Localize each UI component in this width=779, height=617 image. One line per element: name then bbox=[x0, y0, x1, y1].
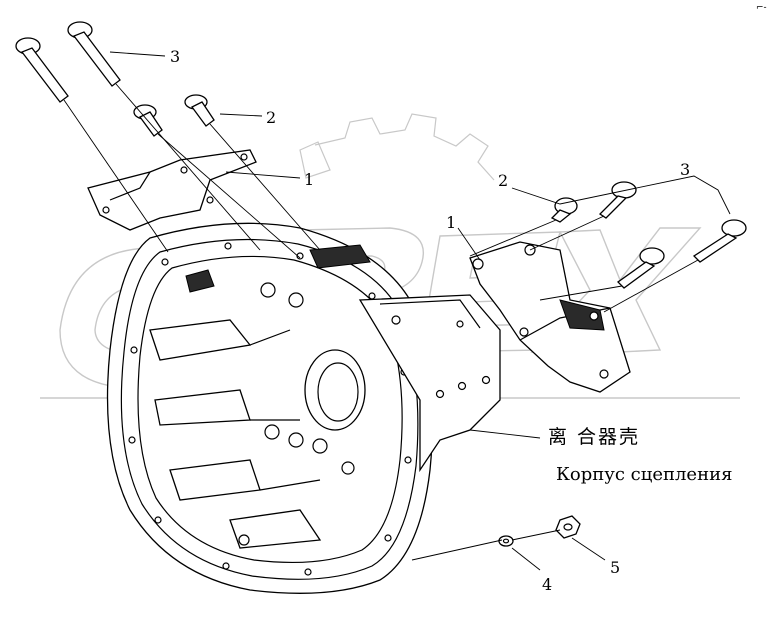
right-bracket bbox=[469, 241, 631, 393]
washer bbox=[498, 535, 514, 547]
corner-mark: ⌐- bbox=[756, 3, 767, 13]
callout-1-right: 1 bbox=[446, 213, 456, 232]
bolt-long-right-b bbox=[616, 247, 665, 289]
bolt-long-left-b bbox=[67, 21, 121, 87]
nut bbox=[555, 515, 581, 539]
bolt-long-right-a bbox=[598, 181, 637, 219]
watermark-gear bbox=[299, 113, 495, 181]
callout-3-right: 3 bbox=[680, 160, 690, 179]
callout-2-left: 2 bbox=[266, 108, 276, 127]
clutch-housing bbox=[106, 222, 501, 594]
bolt-short-left-b bbox=[184, 94, 215, 127]
callout-4: 4 bbox=[542, 575, 552, 594]
bolt-long-left-a bbox=[15, 37, 69, 103]
leader-lines bbox=[109, 51, 731, 571]
callout-1-left: 1 bbox=[304, 170, 314, 189]
part-name-chinese: 离 合器壳 bbox=[548, 426, 640, 448]
callout-2-right: 2 bbox=[498, 171, 508, 190]
flange-holes bbox=[128, 242, 412, 576]
part-name-russian: Корпус сцепления bbox=[556, 464, 732, 485]
callout-3-left: 3 bbox=[170, 47, 180, 66]
callout-5: 5 bbox=[610, 558, 620, 577]
assembly-lines bbox=[63, 83, 699, 561]
callout-labels: 1 1 2 2 3 3 4 5 bbox=[170, 47, 690, 594]
left-bracket bbox=[87, 149, 257, 231]
bolt-long-right-c bbox=[692, 219, 747, 263]
